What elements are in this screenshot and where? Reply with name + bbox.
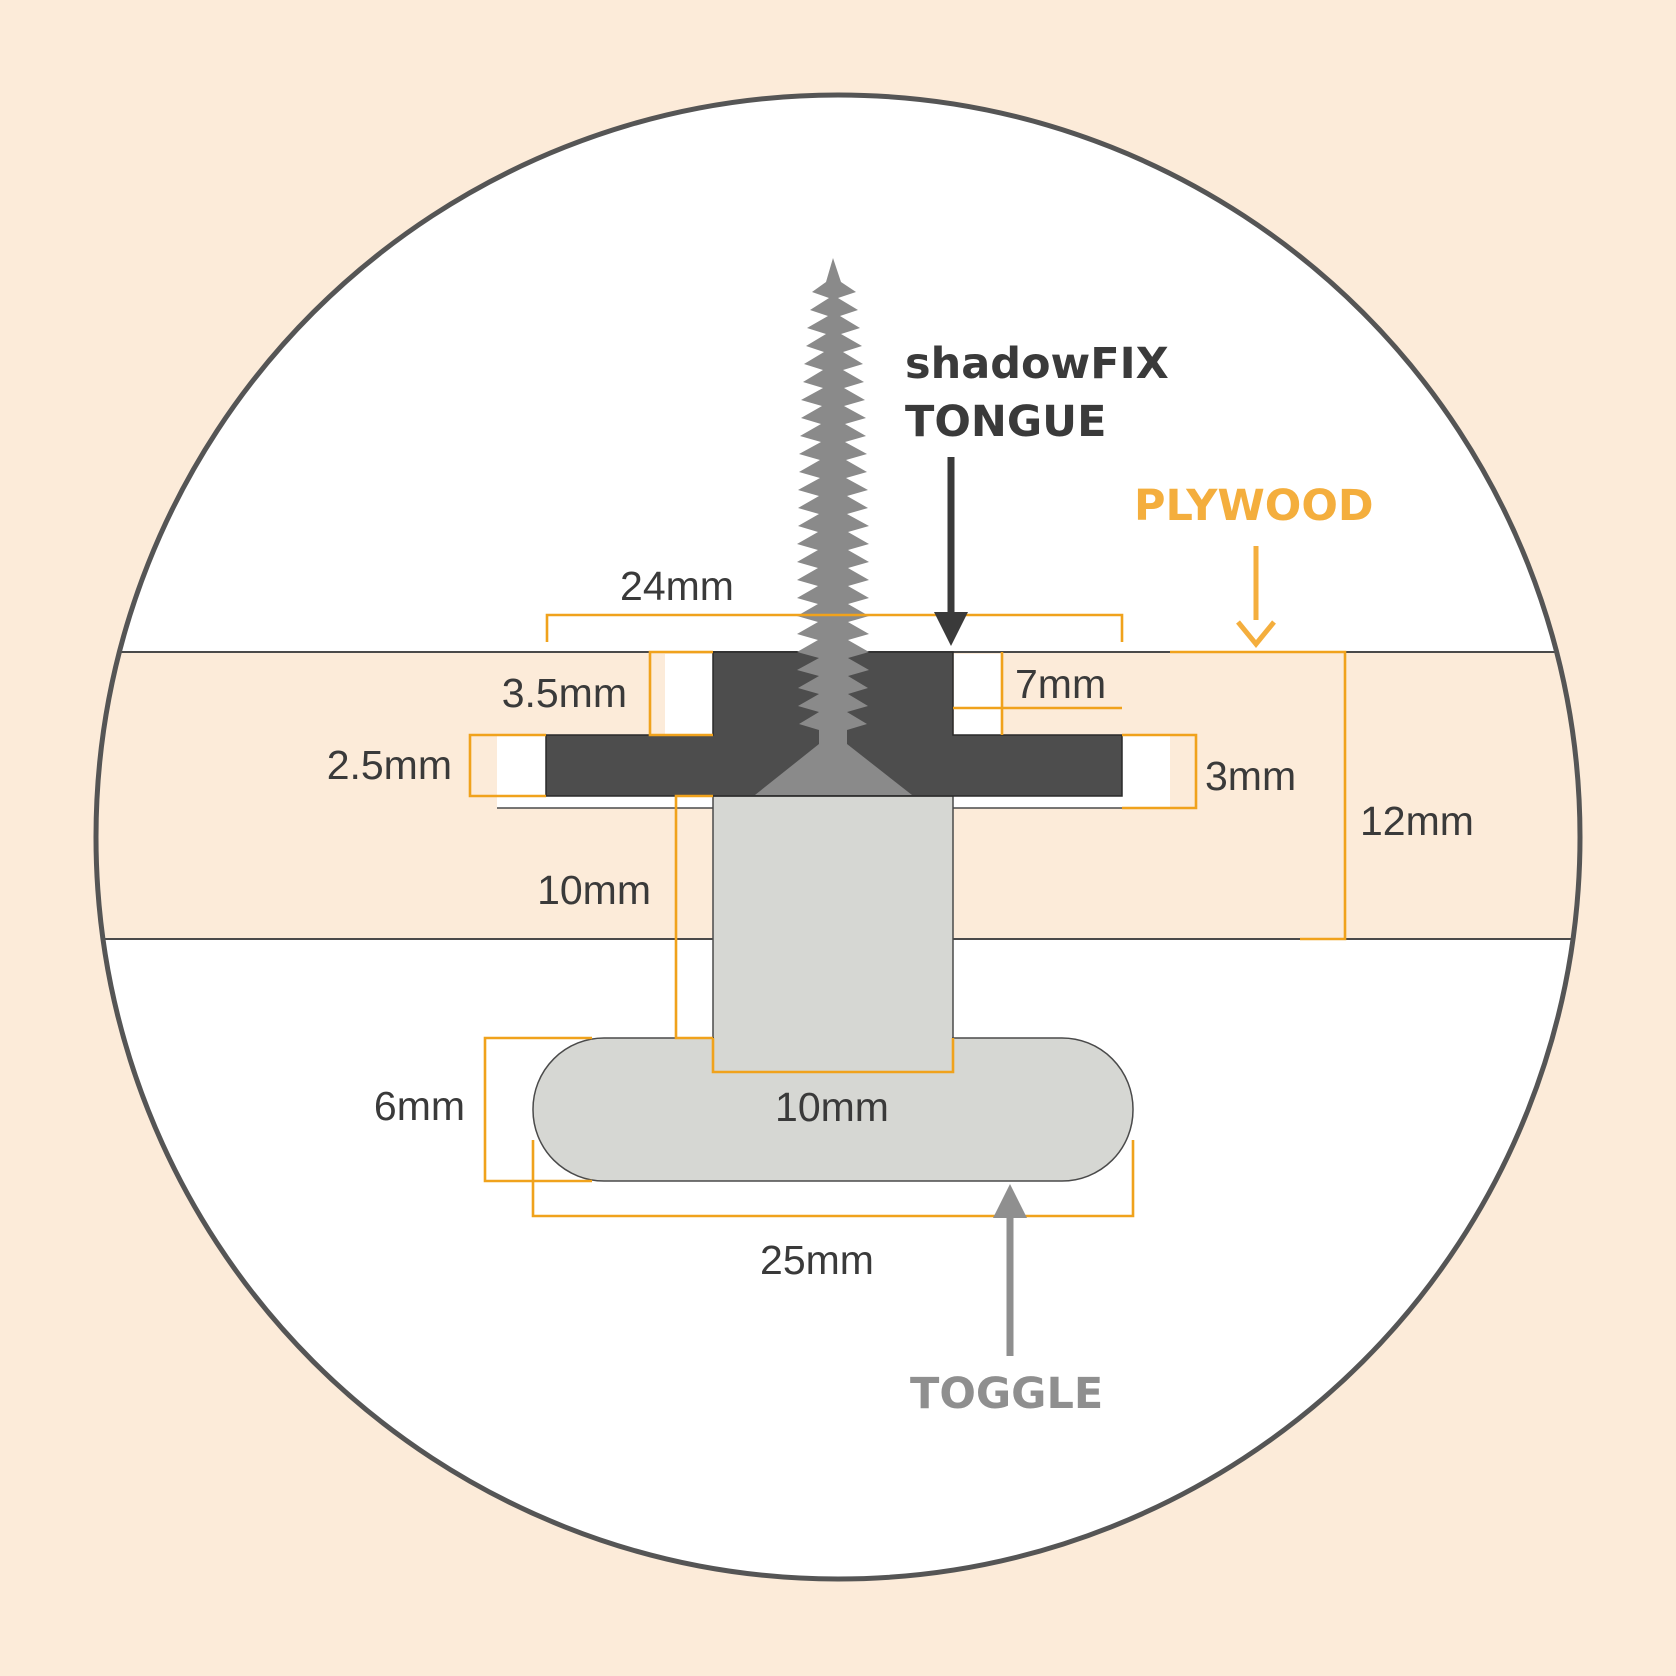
flange-gap-right (1122, 735, 1170, 808)
dim-tongue-top-height: 3.5mm (502, 670, 627, 716)
dim-toggle-height: 6mm (374, 1083, 465, 1129)
tongue-label-line2: TONGUE (905, 397, 1106, 447)
dim-tongue-width: 24mm (620, 563, 734, 609)
flange-gap-bottom-right (952, 796, 1122, 808)
dim-toggle-width: 25mm (760, 1237, 874, 1283)
slot-gap-left (665, 654, 713, 735)
detail-circle-outline (93, 92, 1583, 1582)
plywood-label: PLYWOOD (1134, 481, 1374, 531)
tongue-label-line1: shadowFIX (905, 339, 1169, 389)
dim-tongue-step: 7mm (1015, 661, 1106, 707)
dim-stem-length: 10mm (537, 867, 651, 913)
toggle-stem (712, 795, 954, 1039)
toggle-arrow (993, 1184, 1027, 1356)
dim-flange-thickness: 2.5mm (327, 742, 452, 788)
dimension-lines (468, 613, 1347, 1218)
flange-gap-bottom-left (497, 796, 715, 808)
tongue-arrow (934, 457, 968, 646)
dim-flange-gap: 3mm (1205, 753, 1296, 799)
screw (755, 258, 912, 795)
dim-plywood-thickness: 12mm (1360, 798, 1474, 844)
slot-gap-right (954, 654, 1002, 735)
toggle-label: TOGGLE (910, 1369, 1103, 1419)
plywood-arrow (1236, 546, 1276, 648)
dim-stem-width: 10mm (775, 1084, 889, 1130)
